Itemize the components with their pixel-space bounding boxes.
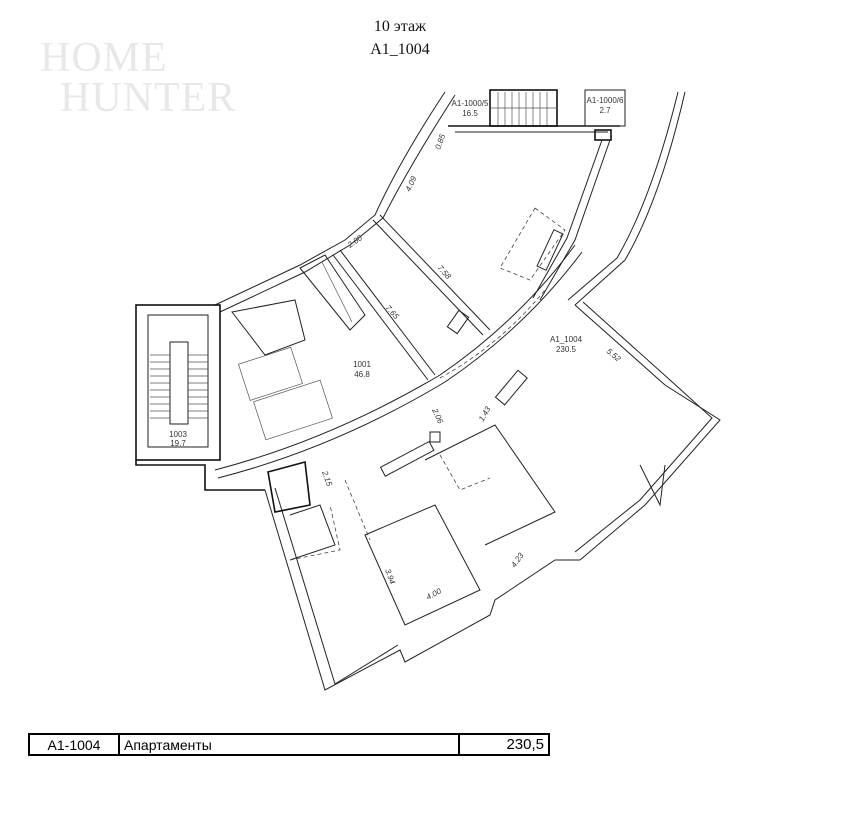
east-wall-diag (574, 304, 721, 561)
room-label-a1-1004-id: A1_1004 (550, 335, 583, 344)
furniture-block-1 (238, 346, 303, 401)
room-label-a1-1004-area: 230.5 (556, 345, 577, 354)
stair-south (267, 460, 311, 513)
dashed-line-corridor (439, 289, 546, 379)
outer-wall-arc (214, 91, 446, 306)
watermark-line2: HUNTER (60, 75, 237, 121)
dim-085: 0.85 (433, 132, 447, 150)
partition-765 (339, 249, 436, 376)
room-label-a1-1000-6-id: A1-1000/6 (587, 96, 624, 105)
east-wall-arc-inner (567, 91, 679, 301)
south-wall-left (264, 489, 580, 691)
dashed-south-3 (439, 454, 491, 491)
summary-row: A1-1004 Апартаменты 230,5 (28, 733, 550, 756)
room-394 (364, 504, 481, 626)
room-423 (424, 424, 556, 546)
outer-wall-arc-inner (219, 94, 456, 313)
dim-765: 7.65 (384, 303, 401, 321)
column-1 (446, 309, 470, 335)
window-niche-2 (494, 369, 528, 406)
dim-758: 7.58 (436, 263, 453, 281)
stair-well (169, 341, 189, 425)
dim-423: 4.23 (509, 551, 526, 569)
small-stair-1001 (231, 299, 306, 356)
inner-wall-east-2 (532, 139, 603, 299)
summary-unit-code: A1-1004 (28, 733, 120, 756)
wardrobe (379, 440, 435, 477)
dim-215: 2.15 (320, 469, 334, 488)
dashed-south-2 (344, 479, 371, 541)
shaft-1001 (299, 254, 366, 331)
partition-765-b (332, 254, 429, 381)
curved-corridor-wall (214, 244, 576, 471)
dashed-box-niche (499, 207, 566, 281)
watermark-line1: HOME (40, 35, 168, 81)
room-label-1003-area: 19.7 (170, 439, 186, 448)
furniture-block-2 (253, 379, 333, 441)
curved-corridor-wall-b (217, 251, 583, 479)
south-wall-left-b (274, 487, 399, 685)
stair-core-1003 (135, 304, 221, 461)
floor-title: 10 этаж (373, 18, 427, 35)
room-a1-1000-6 (584, 89, 626, 127)
dim-409: 4.09 (404, 174, 419, 192)
partition-south (289, 504, 336, 561)
east-wall-arc (574, 91, 686, 306)
summary-type: Апартаменты (118, 733, 460, 756)
summary-table: A1-1004 Апартаменты 230,5 (28, 733, 550, 756)
inner-wall-east (539, 139, 611, 301)
room-label-a1-1000-6-area: 2.7 (599, 106, 611, 115)
shaft (594, 129, 612, 141)
shaft-diagonal (321, 261, 353, 323)
stair-treads (490, 92, 557, 126)
dim-394: 3.94 (383, 568, 397, 586)
bay-window-east (639, 464, 666, 507)
dim-143: 1.43 (477, 405, 493, 423)
east-wall-diag-inner (574, 301, 713, 553)
column-2 (429, 431, 441, 443)
unit-title: A1_1004 (370, 41, 430, 58)
dim-552: 5.52 (605, 347, 623, 364)
dim-400: 4.00 (425, 586, 443, 602)
floor-plan: A1-1000/5 16.5 A1-1000/6 2.7 1003 19.7 (135, 89, 721, 691)
room-label-1001-area: 46.8 (354, 370, 370, 379)
stair-core-outer-wall (135, 460, 265, 491)
partition-758 (379, 214, 491, 331)
summary-area: 230,5 (458, 733, 550, 756)
stair-1003-treads (150, 354, 208, 419)
dashed-south (289, 504, 341, 561)
room-label-a1-1000-5-area: 16.5 (462, 109, 478, 118)
room-label-a1-1000-5-id: A1-1000/5 (452, 99, 489, 108)
home-hunter-watermark: HOME HUNTER (40, 35, 237, 121)
stair-1003-inner (147, 314, 209, 448)
window-niche-1 (536, 229, 564, 271)
partition-758-b (372, 219, 484, 336)
dim-206: 2.06 (430, 406, 445, 425)
room-label-1001-id: 1001 (353, 360, 371, 369)
room-label-1003-id: 1003 (169, 430, 187, 439)
